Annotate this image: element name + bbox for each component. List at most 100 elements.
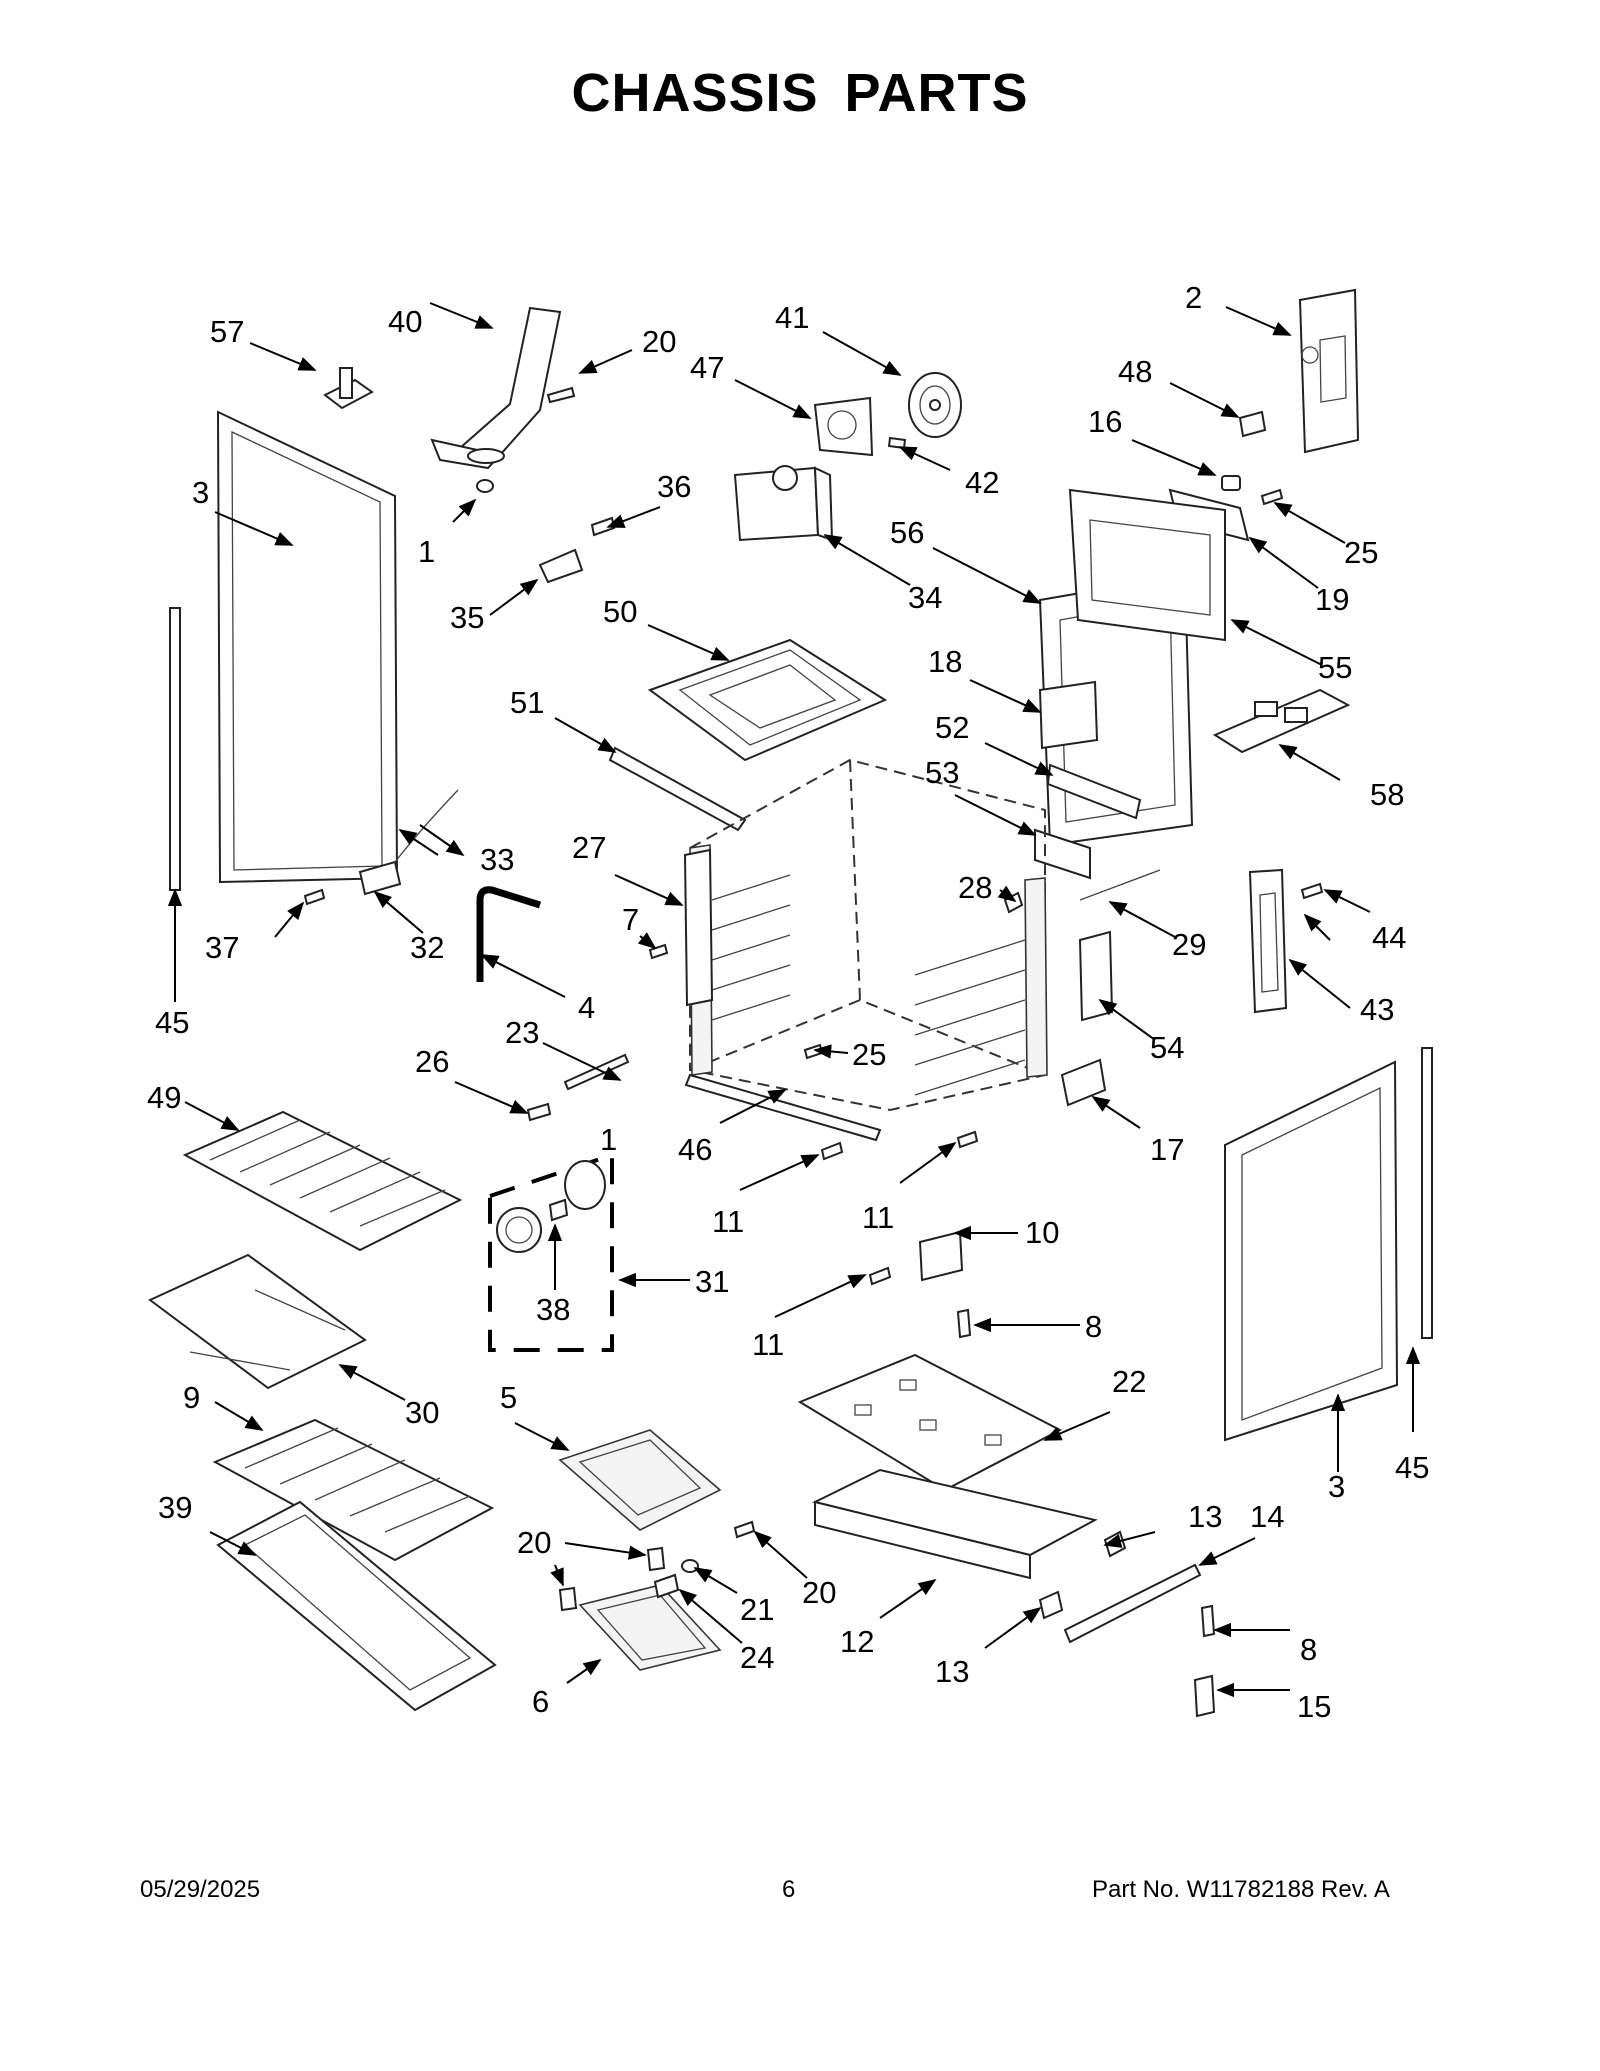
part-39-broil-pan bbox=[216, 1500, 497, 1712]
part-25-screw bbox=[1260, 488, 1284, 506]
callout-56: 56 bbox=[890, 515, 924, 550]
part-42-screw bbox=[887, 436, 907, 450]
callout-39: 39 bbox=[158, 1490, 192, 1525]
part-20-screw-lower-a bbox=[646, 1546, 666, 1572]
callout-27: 27 bbox=[572, 830, 606, 865]
callout-23: 23 bbox=[505, 1015, 539, 1050]
part-51-rail bbox=[608, 746, 747, 832]
callout-20: 20 bbox=[642, 324, 676, 359]
part-8-screw-a bbox=[956, 1308, 972, 1339]
part-8-screw-b bbox=[1200, 1604, 1216, 1638]
callout-15: 15 bbox=[1297, 1689, 1331, 1724]
part-18-terminal-box bbox=[1038, 680, 1099, 750]
part-16-knob bbox=[1221, 475, 1241, 491]
callout-33: 33 bbox=[480, 842, 514, 877]
part-24-bracket bbox=[653, 1573, 680, 1599]
callout-29: 29 bbox=[1172, 927, 1206, 962]
callout-43: 43 bbox=[1360, 992, 1394, 1027]
part-48-clip bbox=[1238, 410, 1267, 438]
part-15-leveler bbox=[1193, 1674, 1216, 1718]
callout-16: 16 bbox=[1088, 404, 1122, 439]
part-46-front-trim bbox=[684, 1073, 882, 1142]
part-10-leg-bracket bbox=[918, 1230, 964, 1282]
part-1-grommet bbox=[476, 479, 494, 493]
part-23-rod bbox=[563, 1053, 630, 1091]
part-drawings bbox=[148, 288, 1433, 1718]
part-29-wire bbox=[1079, 869, 1161, 901]
callout-25: 25 bbox=[852, 1037, 886, 1072]
callout-58: 58 bbox=[1370, 777, 1404, 812]
callout-11: 11 bbox=[712, 1204, 744, 1239]
part-5-bake-element bbox=[558, 1429, 722, 1531]
callout-51: 51 bbox=[510, 685, 544, 720]
callout-13: 13 bbox=[1188, 1499, 1222, 1534]
part-31-knob-kit bbox=[488, 1152, 614, 1352]
part-41-convection-fan bbox=[908, 372, 962, 438]
part-20-screw bbox=[546, 386, 576, 404]
callout-45: 45 bbox=[155, 1005, 189, 1040]
part-4-door-gasket bbox=[476, 886, 542, 982]
callout-13: 13 bbox=[935, 1654, 969, 1689]
part-2-bracket bbox=[1298, 288, 1360, 454]
callout-3: 3 bbox=[1328, 1469, 1345, 1504]
part-21-washer bbox=[681, 1559, 699, 1573]
callout-labels: 57 40 20 1 41 47 42 2 48 16 25 19 3 36 3… bbox=[147, 280, 1429, 1724]
callout-1: 1 bbox=[418, 534, 435, 569]
part-40-vent-duct bbox=[430, 306, 562, 470]
part-44-screw bbox=[1300, 882, 1324, 900]
part-37-screw bbox=[303, 888, 326, 906]
part-20-screw-lower-c bbox=[558, 1586, 578, 1612]
part-33-wire bbox=[394, 789, 459, 863]
part-3-door-frame-right bbox=[1224, 1060, 1399, 1442]
callout-7: 7 bbox=[622, 902, 639, 937]
part-47-fan-bracket bbox=[813, 396, 874, 457]
part-3-door-frame-left bbox=[216, 410, 399, 884]
callout-14: 14 bbox=[1250, 1499, 1284, 1534]
footer-date: 05/29/2025 bbox=[140, 1876, 261, 1903]
page-title: CHASSIS PARTS bbox=[571, 63, 1029, 123]
callout-26: 26 bbox=[415, 1044, 449, 1079]
part-11-screw-b bbox=[956, 1130, 979, 1149]
callout-42: 42 bbox=[965, 465, 999, 500]
callout-53: 53 bbox=[925, 755, 959, 790]
part-49-oven-rack bbox=[182, 1110, 463, 1252]
callout-36: 36 bbox=[657, 469, 691, 504]
part-54-bracket bbox=[1078, 930, 1114, 1022]
callout-24: 24 bbox=[740, 1640, 774, 1675]
part-58-control-board bbox=[1212, 688, 1351, 754]
part-9-oven-rack bbox=[212, 1418, 495, 1562]
callout-20: 20 bbox=[517, 1525, 551, 1560]
callout-35: 35 bbox=[450, 600, 484, 635]
callout-18: 18 bbox=[928, 644, 962, 679]
part-53-relay bbox=[1034, 828, 1091, 880]
callout-9: 9 bbox=[183, 1380, 200, 1415]
callout-32: 32 bbox=[410, 930, 444, 965]
callout-17: 17 bbox=[1150, 1132, 1184, 1167]
callout-1: 1 bbox=[600, 1122, 617, 1157]
leader-arrows bbox=[167, 302, 1421, 1698]
callout-37: 37 bbox=[205, 930, 239, 965]
part-43-handle-bracket bbox=[1248, 868, 1288, 1014]
part-57-hinge-bracket bbox=[323, 367, 374, 410]
callout-3: 3 bbox=[192, 475, 209, 510]
part-6-element bbox=[578, 1584, 722, 1671]
callout-55: 55 bbox=[1318, 650, 1352, 685]
callout-2: 2 bbox=[1185, 280, 1202, 315]
callout-38: 38 bbox=[536, 1292, 570, 1327]
callout-8: 8 bbox=[1085, 1309, 1102, 1344]
callout-12: 12 bbox=[840, 1624, 874, 1659]
callout-46: 46 bbox=[678, 1132, 712, 1167]
callout-11: 11 bbox=[862, 1200, 894, 1235]
callout-6: 6 bbox=[532, 1684, 549, 1719]
part-11-screw-c bbox=[868, 1266, 892, 1286]
part-14-rail bbox=[1063, 1563, 1202, 1644]
callout-10: 10 bbox=[1025, 1215, 1059, 1250]
part-35-hinge-piece bbox=[538, 548, 584, 584]
part-45-trim-left bbox=[169, 607, 181, 891]
callout-11: 11 bbox=[752, 1327, 784, 1362]
footer-page-number: 6 bbox=[782, 1876, 796, 1903]
callout-30: 30 bbox=[405, 1395, 439, 1430]
part-25-screw-lower bbox=[803, 1043, 824, 1060]
part-11-screw-a bbox=[820, 1141, 844, 1161]
